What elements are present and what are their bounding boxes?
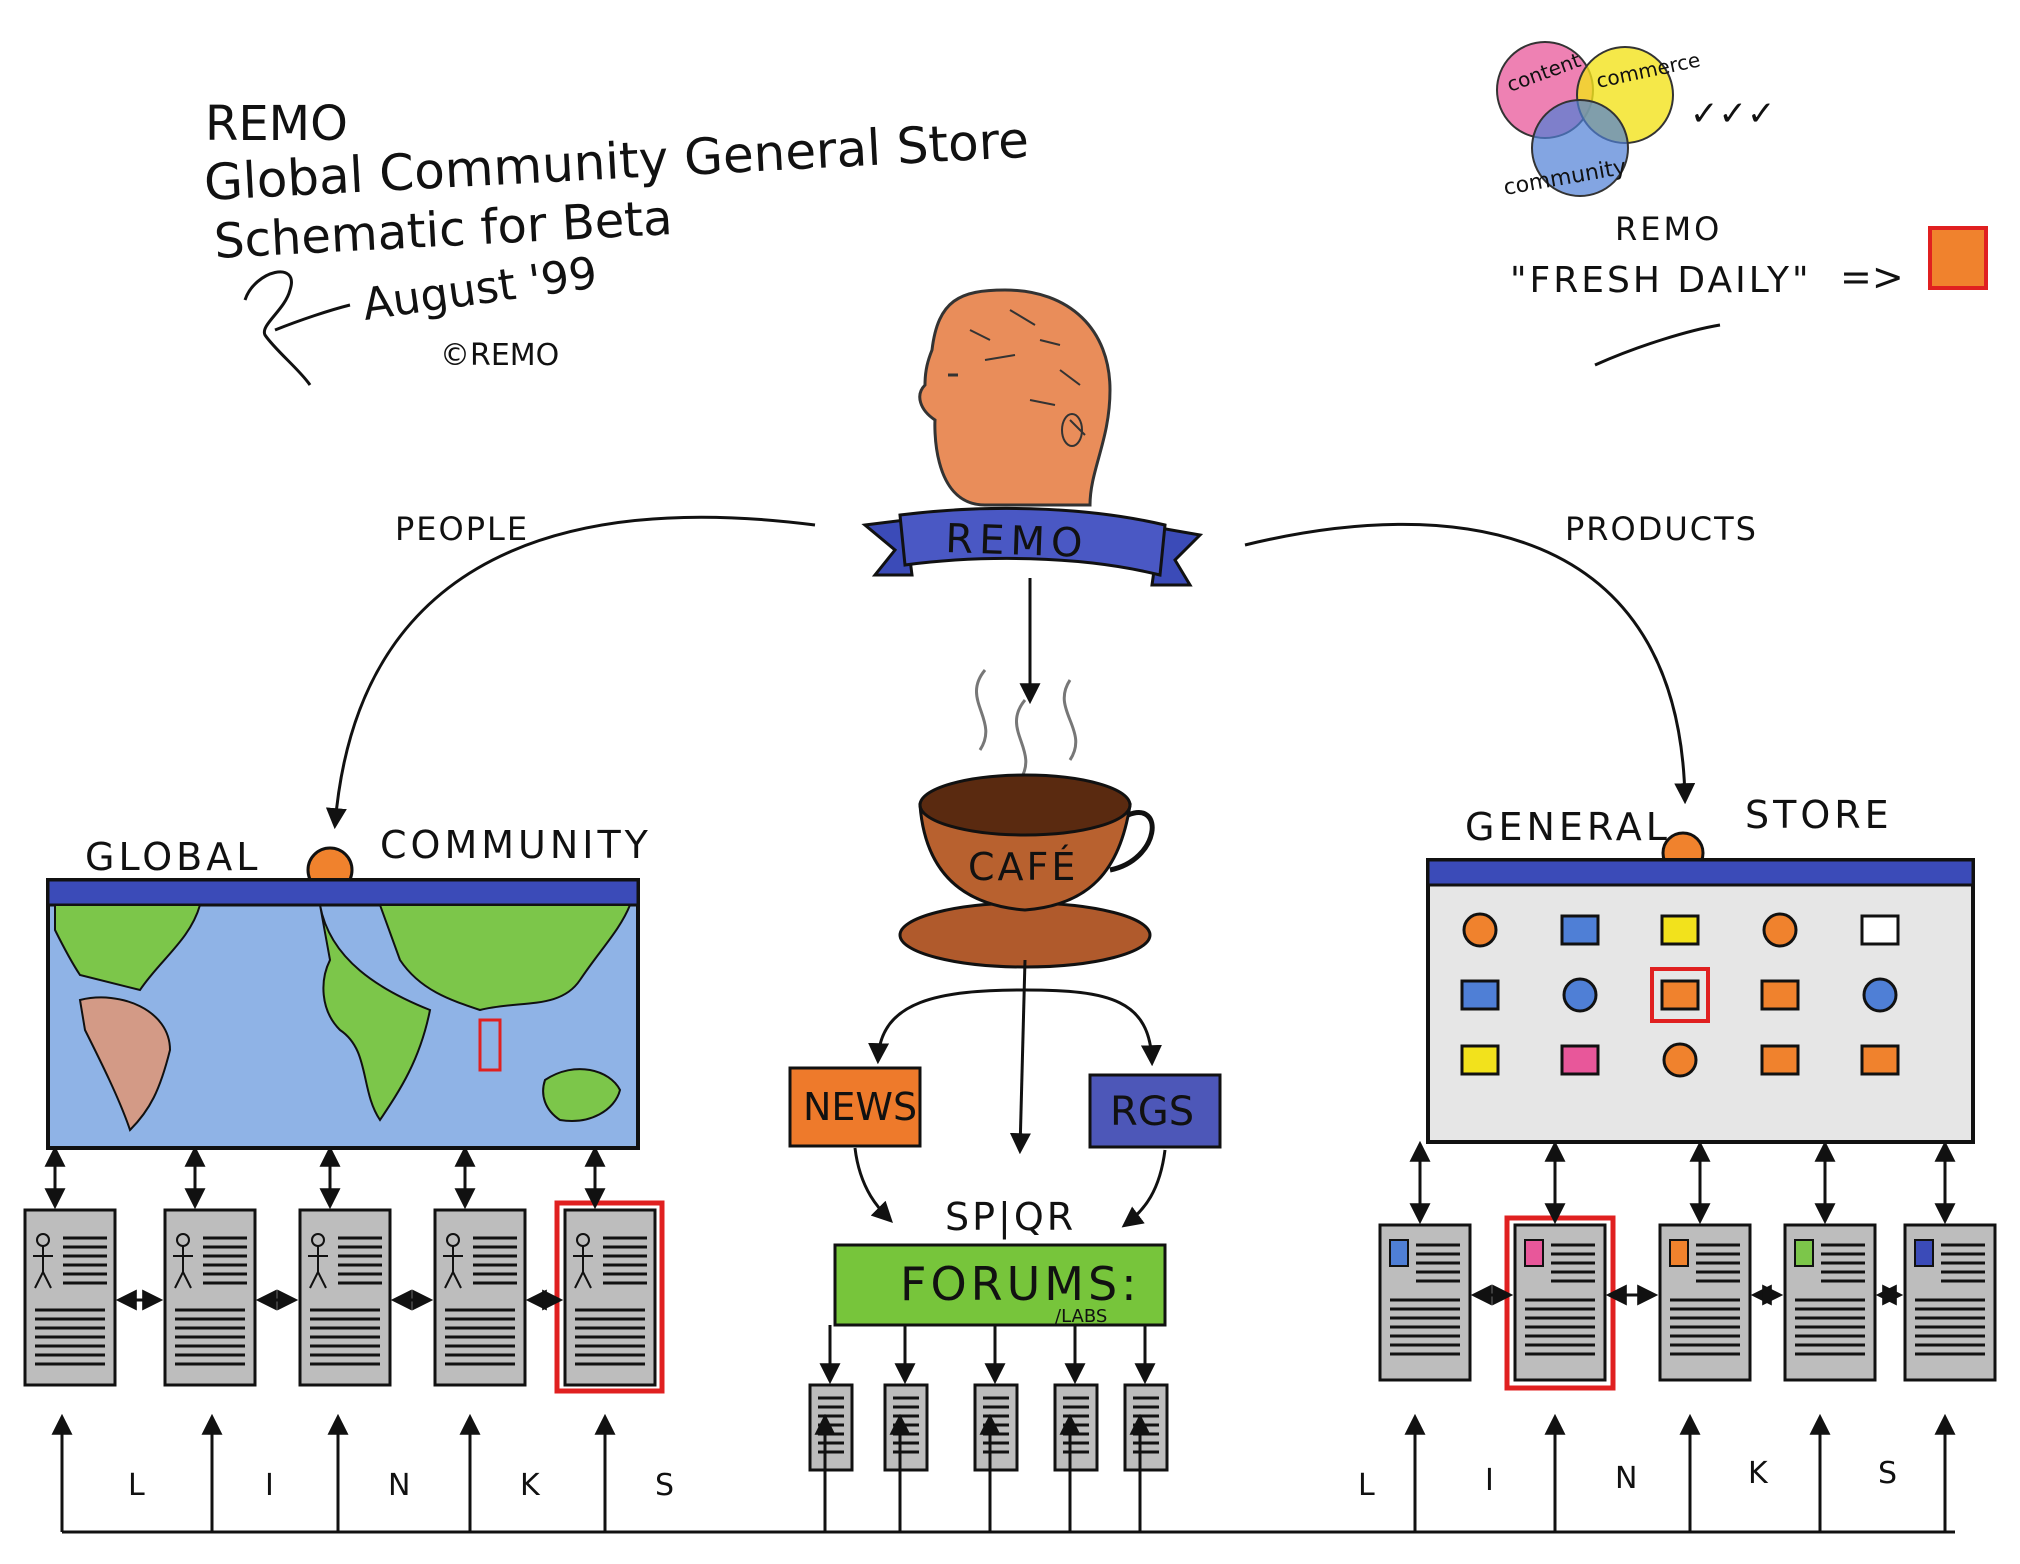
- rgs-label: RGS: [1110, 1089, 1194, 1135]
- global-word: GLOBAL: [85, 835, 261, 879]
- products-label: PRODUCTS: [1565, 510, 1758, 548]
- product-page: [1504, 1215, 1616, 1391]
- store-word: STORE: [1745, 793, 1893, 837]
- links-right-l: L: [1358, 1468, 1375, 1503]
- product-item: [1562, 977, 1598, 1013]
- product-page: [1903, 1223, 1997, 1382]
- cafe-to-news-arrow: [868, 988, 1026, 1065]
- product-item: [1862, 977, 1898, 1013]
- cafe-to-rgs-arrow: [1024, 988, 1162, 1067]
- community-word: COMMUNITY: [380, 823, 652, 867]
- cafe-label: CAFÉ: [968, 845, 1078, 889]
- people-arrow: [325, 515, 816, 830]
- product-item: [1460, 1044, 1500, 1076]
- product-item: [1560, 914, 1600, 946]
- venn-diagram: content commerce community ✓✓✓: [1496, 41, 1775, 201]
- links-right-i: I: [1485, 1463, 1494, 1498]
- forum-thread-page: [808, 1383, 854, 1472]
- map-highlight-person: [478, 1018, 502, 1072]
- forum-thread-page: [1123, 1383, 1169, 1472]
- community-pages: [23, 1145, 665, 1394]
- fresh-underline: [1594, 323, 1721, 367]
- product-item: [1662, 1042, 1698, 1078]
- links-left-n: N: [388, 1468, 410, 1503]
- links-right-n: N: [1615, 1461, 1637, 1496]
- header-line-1: REMO: [205, 96, 348, 152]
- remo-head-icon: [918, 288, 1112, 507]
- product-item: [1760, 979, 1800, 1011]
- product-item: [1760, 1044, 1800, 1076]
- news-box: [788, 1066, 922, 1148]
- forums-label: FORUMS:: [900, 1257, 1141, 1311]
- news-label: NEWS: [803, 1085, 917, 1129]
- profile-page: [433, 1208, 527, 1387]
- links-left-s: S: [655, 1468, 674, 1503]
- fresh-tagline: "FRESH DAILY": [1510, 260, 1812, 301]
- product-page: [1658, 1223, 1752, 1382]
- profile-page: [163, 1208, 257, 1387]
- links-left-k: K: [520, 1468, 541, 1503]
- store-pages: [1378, 1140, 1997, 1391]
- cafe-cup-icon: [898, 669, 1155, 969]
- profile-page: [23, 1208, 117, 1387]
- spqr-label: SP|QR: [945, 1195, 1076, 1240]
- cafe-to-forums-arrow: [1009, 959, 1031, 1155]
- product-item: [1660, 914, 1700, 946]
- people-label: PEOPLE: [395, 510, 529, 548]
- rgs-box: [1088, 1073, 1222, 1149]
- product-page: [1378, 1223, 1472, 1382]
- forum-thread-page: [973, 1383, 1019, 1472]
- labs-label: /LABS: [1055, 1306, 1107, 1327]
- signature-mark: [243, 270, 351, 386]
- forum-thread-page: [1053, 1383, 1099, 1472]
- remo-banner-label: REMO: [945, 516, 1090, 567]
- map-north-america: [54, 904, 202, 992]
- venn-community-circle: [1531, 99, 1629, 197]
- store-products: [1460, 912, 1900, 1078]
- forums-box: [833, 1243, 1167, 1327]
- product-item: [1860, 1044, 1900, 1076]
- product-item: [1560, 1044, 1600, 1076]
- fresh-swatch: [1928, 226, 1988, 290]
- general-word: GENERAL: [1465, 805, 1671, 849]
- map-europe-africa: [319, 904, 432, 1122]
- links-left-l: L: [128, 1468, 145, 1503]
- fresh-arrow: =>: [1840, 255, 1904, 299]
- product-item: [1762, 912, 1798, 948]
- venn-checks: ✓✓✓: [1690, 94, 1775, 134]
- map-australia: [542, 1068, 622, 1122]
- world-map-panel: [46, 878, 640, 1150]
- product-highlight: [1650, 967, 1710, 1023]
- map-asia: [378, 904, 632, 1012]
- rgs-to-forums-arrow: [1121, 1149, 1167, 1228]
- links-right-k: K: [1748, 1456, 1769, 1491]
- fresh-brand: REMO: [1615, 210, 1722, 248]
- links-left-i: I: [265, 1468, 274, 1503]
- remo-banner: [861, 506, 1204, 587]
- forum-thread-page: [883, 1383, 929, 1472]
- news-to-forums-arrow: [853, 1147, 893, 1223]
- header-copyright: ©REMO: [440, 338, 559, 373]
- links-right-s: S: [1878, 1456, 1897, 1491]
- product-item: [1660, 979, 1700, 1011]
- profile-page: [554, 1200, 665, 1394]
- product-page: [1783, 1223, 1877, 1382]
- product-item: [1462, 912, 1498, 948]
- profile-page: [298, 1208, 392, 1387]
- links-arrows: [51, 1413, 1956, 1532]
- map-south-america: [78, 996, 172, 1132]
- product-item: [1860, 914, 1900, 946]
- products-arrow: [1244, 522, 1696, 805]
- product-item: [1460, 979, 1500, 1011]
